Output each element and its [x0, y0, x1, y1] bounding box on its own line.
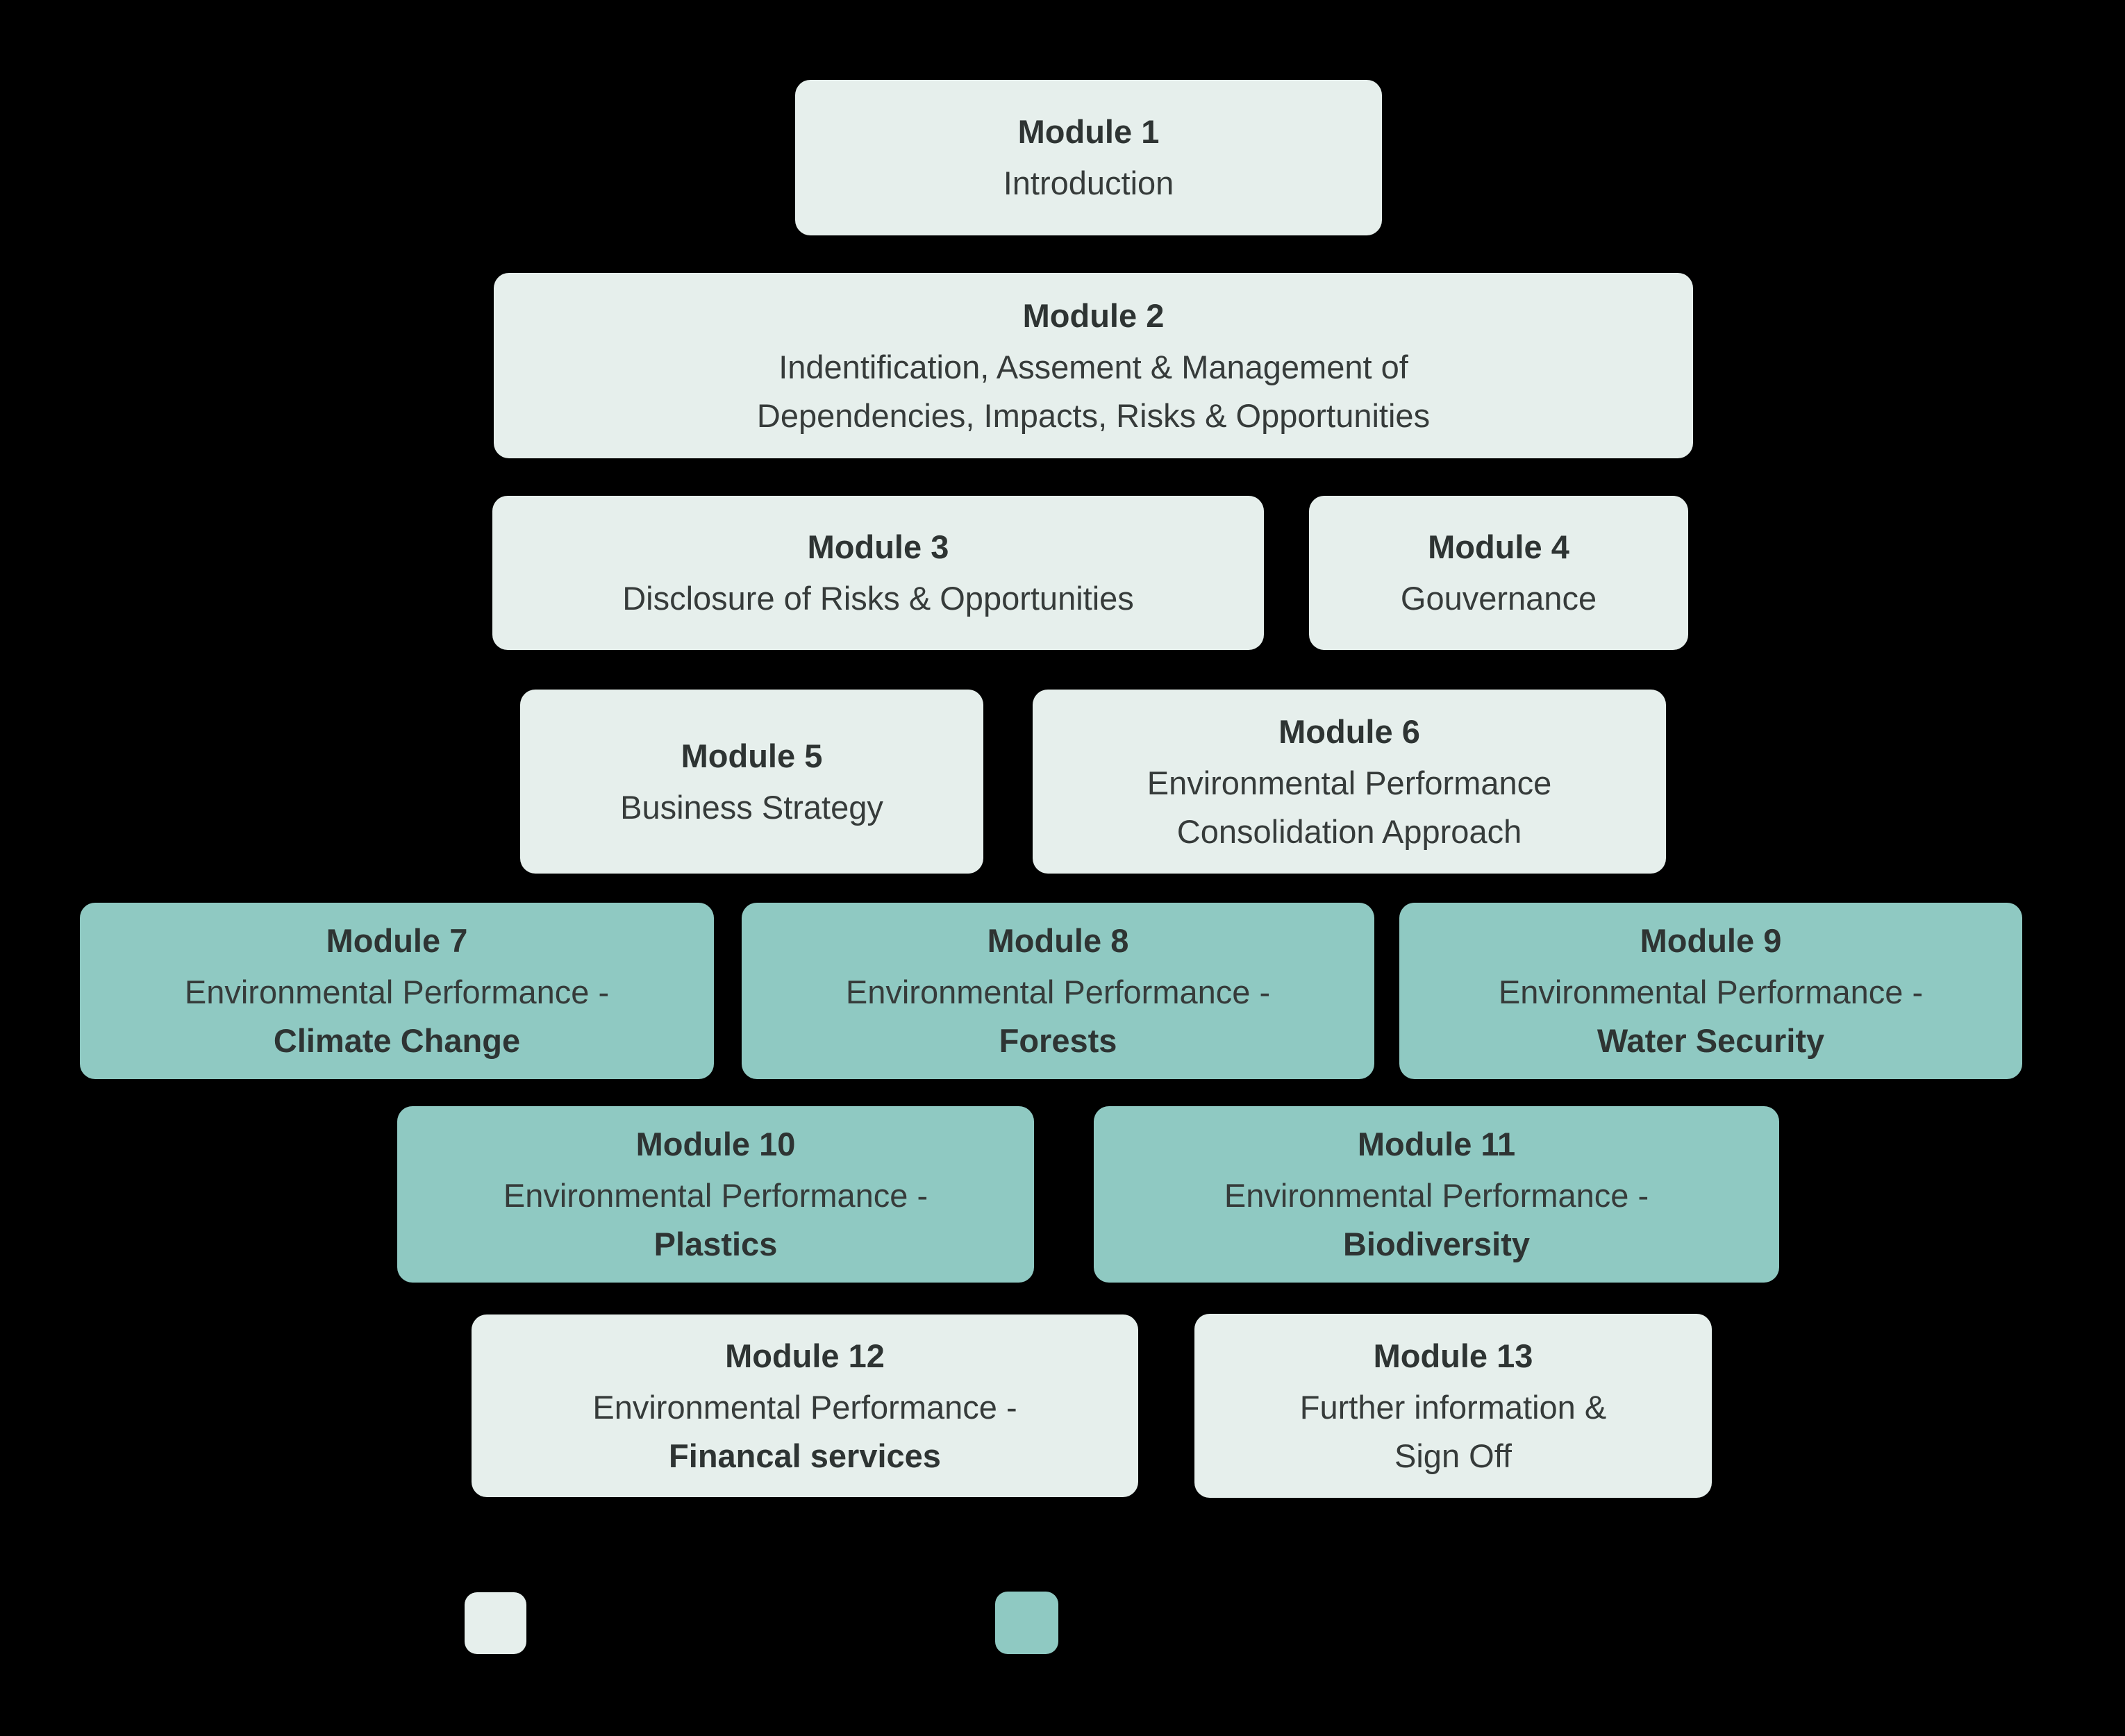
module-1-title: Module 1	[1017, 113, 1160, 150]
module-4-subtitle: Gouvernance	[1400, 580, 1597, 617]
module-6-title: Module 6	[1278, 712, 1420, 750]
module-4-card: Module 4 Gouvernance	[1309, 496, 1688, 650]
module-9-subtitle-line2: Water Security	[1597, 1022, 1825, 1059]
module-2-title: Module 2	[1022, 297, 1165, 334]
module-12-title: Module 12	[725, 1337, 885, 1374]
legend-swatch-light	[465, 1592, 526, 1654]
module-13-card: Module 13 Further information & Sign Off	[1194, 1314, 1712, 1498]
legend-swatch-teal	[995, 1592, 1058, 1654]
module-9-subtitle-line1: Environmental Performance -	[1498, 974, 1924, 1010]
module-2-subtitle-line1: Indentification, Assement & Management o…	[778, 348, 1408, 385]
module-6-subtitle-line1: Environmental Performance	[1147, 764, 1552, 801]
module-8-title: Module 8	[987, 922, 1129, 959]
module-10-title: Module 10	[635, 1126, 796, 1162]
module-12-subtitle-line2: Financal services	[669, 1437, 941, 1474]
module-9-title: Module 9	[1640, 922, 1782, 959]
module-8-subtitle-line1: Environmental Performance -	[845, 974, 1271, 1010]
module-13-title: Module 13	[1373, 1337, 1533, 1374]
module-5-card: Module 5 Business Strategy	[520, 690, 983, 874]
module-8-subtitle-line2: Forests	[999, 1022, 1117, 1059]
module-8-card: Module 8 Environmental Performance - For…	[742, 903, 1374, 1079]
module-7-card: Module 7 Environmental Performance - Cli…	[80, 903, 714, 1079]
module-13-subtitle-line1: Further information &	[1299, 1388, 1607, 1426]
module-11-card: Module 11 Environmental Performance - Bi…	[1094, 1106, 1779, 1283]
module-10-subtitle-line1: Environmental Performance -	[503, 1177, 928, 1214]
module-4-title: Module 4	[1428, 528, 1569, 565]
module-3-title: Module 3	[807, 528, 949, 565]
module-7-title: Module 7	[326, 922, 468, 959]
module-1-subtitle: Introduction	[1003, 165, 1174, 201]
module-2-subtitle-line2: Dependencies, Impacts, Risks & Opportuni…	[756, 397, 1431, 434]
module-5-subtitle: Business Strategy	[620, 788, 883, 826]
module-6-subtitle-line2: Consolidation Approach	[1176, 812, 1522, 850]
module-1-card: Module 1 Introduction	[795, 80, 1382, 235]
module-11-subtitle-line2: Biodiversity	[1342, 1226, 1531, 1262]
module-12-subtitle-line1: Environmental Performance -	[592, 1388, 1017, 1426]
module-11-subtitle-line1: Environmental Performance -	[1224, 1177, 1649, 1214]
module-13-subtitle-line2: Sign Off	[1394, 1437, 1512, 1474]
module-11-title: Module 11	[1357, 1126, 1516, 1162]
module-9-card: Module 9 Environmental Performance - Wat…	[1399, 903, 2022, 1079]
module-7-subtitle-line1: Environmental Performance -	[184, 974, 610, 1010]
module-7-subtitle-line2: Climate Change	[273, 1022, 521, 1059]
module-10-card: Module 10 Environmental Performance - Pl…	[397, 1106, 1034, 1283]
module-5-title: Module 5	[681, 737, 823, 774]
module-3-card: Module 3 Disclosure of Risks & Opportuni…	[492, 496, 1264, 650]
module-12-card: Module 12 Environmental Performance - Fi…	[472, 1314, 1138, 1497]
module-6-card: Module 6 Environmental Performance Conso…	[1033, 690, 1666, 874]
module-2-card: Module 2 Indentification, Assement & Man…	[494, 273, 1693, 458]
module-10-subtitle-line2: Plastics	[653, 1226, 778, 1262]
module-3-subtitle: Disclosure of Risks & Opportunities	[622, 580, 1134, 617]
